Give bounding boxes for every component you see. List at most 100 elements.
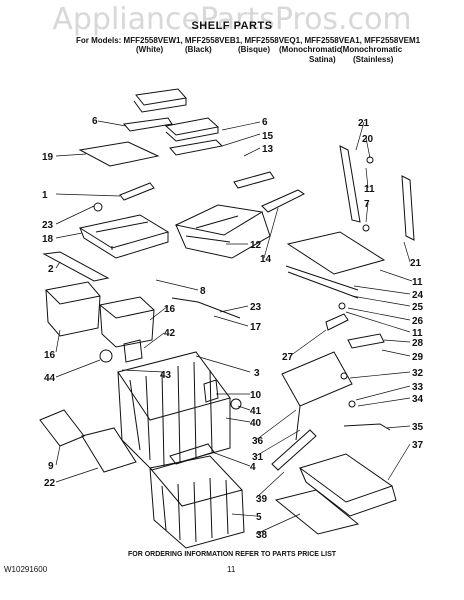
shelf-rail-right (169, 139, 224, 156)
callout-6: 6 (92, 116, 98, 127)
part-39 (271, 429, 317, 471)
callout-26: 26 (412, 316, 424, 327)
bracket-27 (325, 313, 349, 331)
color-bisque: (Bisque) (238, 45, 270, 54)
callout-34: 34 (412, 394, 424, 405)
part-23 (93, 202, 103, 212)
column-right (401, 175, 415, 241)
door-bin-22 (81, 427, 137, 473)
callout-19: 19 (42, 152, 54, 163)
callout-28: 28 (412, 338, 424, 349)
callout-15: 15 (262, 131, 274, 142)
part-13 (233, 171, 275, 189)
callout-3: 3 (254, 368, 260, 379)
callout-20: 20 (362, 134, 374, 145)
tray-37 (298, 453, 397, 517)
callout-37: 37 (412, 440, 424, 451)
callout-2: 2 (48, 264, 54, 275)
callout-13: 13 (262, 144, 274, 155)
callout-6: 6 (262, 117, 268, 128)
color-white: (White) (136, 45, 164, 54)
frame-31 (281, 351, 353, 441)
callout-8: 8 (200, 286, 206, 297)
glass-shelf-19 (78, 141, 160, 167)
watermark: AppliancePartsPros.com (52, 2, 412, 37)
crisper-bin-right (99, 296, 155, 348)
rail-25 (285, 265, 359, 299)
callout-22: 22 (44, 478, 56, 489)
callout-9: 9 (48, 461, 54, 472)
shelf-rail-left (123, 117, 173, 132)
callout-11: 11 (412, 277, 423, 288)
callout-38: 38 (256, 530, 268, 541)
part-44 (99, 349, 113, 363)
callout-12: 12 (250, 240, 262, 251)
callout-23: 23 (42, 220, 54, 231)
shelf-38 (274, 489, 360, 535)
callout-29: 29 (412, 352, 424, 363)
pantry-drawer (174, 204, 271, 259)
callout-27: 27 (282, 352, 294, 363)
callout-42: 42 (164, 328, 176, 339)
callout-33: 33 (412, 382, 424, 393)
callout-1: 1 (42, 190, 48, 201)
part-41 (230, 398, 242, 410)
document-id: W10291600 (4, 565, 48, 574)
callout-44: 44 (44, 373, 56, 384)
part-26 (338, 302, 346, 310)
part-7 (362, 224, 370, 232)
callout-32: 32 (412, 368, 424, 379)
part-34 (348, 400, 356, 408)
callout-17: 17 (250, 322, 262, 333)
stick-17 (171, 297, 241, 319)
rail-1 (119, 182, 155, 201)
lower-basket (149, 455, 245, 549)
callout-14: 14 (260, 254, 272, 265)
shelf-top-right (164, 117, 220, 142)
callout-5: 5 (256, 512, 262, 523)
callout-16: 16 (44, 350, 56, 361)
callout-36: 36 (252, 436, 264, 447)
color-monochromatic-2: (Monochromatic (340, 45, 403, 54)
column-left (339, 145, 361, 223)
color-black: (Black) (185, 45, 212, 54)
callout-18: 18 (42, 234, 54, 245)
callout-11: 11 (412, 328, 423, 339)
shelf-top-left (133, 88, 187, 113)
callout-10: 10 (250, 390, 262, 401)
page-number: 11 (227, 565, 236, 574)
rail-2 (42, 251, 110, 282)
callout-16: 16 (164, 304, 176, 315)
part-42 (123, 339, 143, 363)
callout-35: 35 (412, 422, 424, 433)
callout-24: 24 (412, 290, 424, 301)
part-35 (343, 423, 391, 431)
callout-23: 23 (250, 302, 262, 313)
crisper-cover (78, 214, 170, 259)
part-4 (169, 443, 215, 465)
door-bin-9 (39, 409, 85, 447)
crisper-bin-left (45, 281, 101, 337)
bracket-28 (347, 333, 385, 349)
callout-4: 4 (250, 462, 256, 473)
glass-shelf-24 (286, 231, 386, 275)
color-stainless: (Stainless) (353, 55, 394, 64)
callout-39: 39 (256, 494, 268, 505)
footer-ordering-note: FOR ORDERING INFORMATION REFER TO PARTS … (127, 551, 337, 558)
models-line: For Models: MFF2558VEW1, MFF2558VEB1, MF… (76, 36, 421, 45)
callout-21: 21 (358, 118, 370, 129)
callout-40: 40 (250, 418, 262, 429)
callout-7: 7 (364, 199, 370, 210)
rod-14 (261, 189, 305, 213)
callout-41: 41 (250, 406, 262, 417)
callout-25: 25 (412, 302, 424, 313)
page-title: SHELF PARTS (191, 20, 273, 32)
callout-11: 11 (364, 184, 375, 195)
color-monochromatic-1: (Monochromatic (279, 45, 342, 54)
part-32 (340, 372, 348, 380)
part-10 (203, 379, 219, 403)
callout-43: 43 (160, 370, 172, 381)
callout-21: 21 (410, 258, 422, 269)
